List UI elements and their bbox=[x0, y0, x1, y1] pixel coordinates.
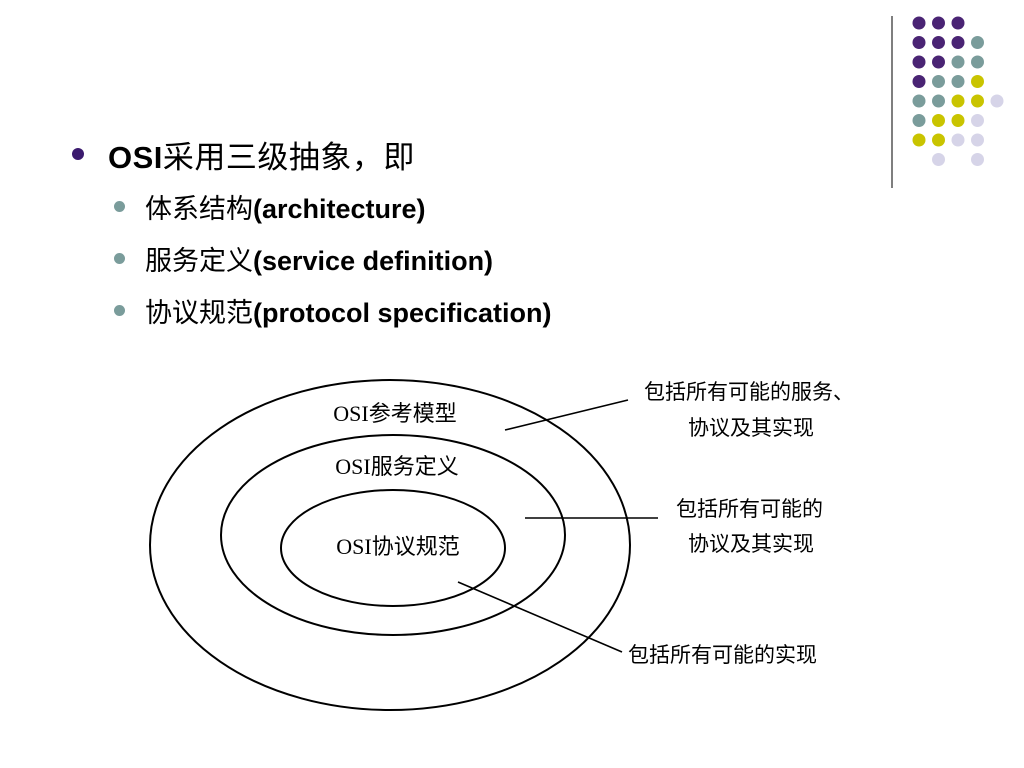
decor-dot bbox=[932, 94, 945, 108]
sub-bullet-en: (protocol specification) bbox=[253, 297, 552, 328]
sub-bullet-en: (architecture) bbox=[253, 193, 426, 224]
decor-dot bbox=[951, 133, 965, 147]
decor-dot bbox=[912, 94, 926, 108]
decor-dot bbox=[912, 114, 926, 127]
middle-callout-text-2: 协议及其实现 bbox=[688, 532, 814, 556]
decorative-dot-grid bbox=[891, 16, 1004, 188]
main-bullet-dot bbox=[72, 148, 84, 160]
sub-bullet-protocol-specification: 协议规范(protocol specification) bbox=[114, 284, 552, 336]
decor-dot bbox=[971, 94, 984, 108]
decor-dot bbox=[971, 114, 984, 127]
decor-dot bbox=[951, 36, 965, 49]
sub-bullet-cjk: 服务定义 bbox=[145, 245, 253, 276]
bullet-list: OSI采用三级抽象，即 体系结构(architecture) 服务定义(serv… bbox=[72, 128, 552, 336]
decor-dot bbox=[912, 55, 926, 69]
decor-dot bbox=[951, 94, 965, 108]
inner-ring bbox=[280, 489, 506, 607]
main-bullet-cjk: 采用三级抽象，即 bbox=[162, 139, 415, 175]
outer-callout-text-2: 协议及其实现 bbox=[688, 416, 814, 440]
sub-bullet-cjk: 体系结构 bbox=[145, 193, 253, 224]
decor-dot bbox=[971, 133, 984, 147]
decor-dot bbox=[971, 55, 984, 69]
decor-dot bbox=[932, 55, 945, 69]
main-bullet: OSI采用三级抽象，即 bbox=[72, 128, 552, 180]
decor-dot bbox=[932, 133, 945, 147]
decor-dot bbox=[932, 16, 945, 30]
middle-ring-label: OSI服务定义 bbox=[335, 454, 458, 479]
decor-dot bbox=[951, 114, 965, 127]
main-bullet-prefix: OSI bbox=[108, 139, 163, 175]
decor-dot bbox=[932, 114, 945, 127]
decor-dot bbox=[971, 75, 984, 88]
sub-bullet-cjk: 协议规范 bbox=[145, 297, 253, 328]
inner-callout-line bbox=[457, 581, 623, 653]
middle-ring bbox=[220, 434, 566, 636]
decor-dot bbox=[971, 36, 984, 49]
sub-bullet-service-definition: 服务定义(service definition) bbox=[114, 232, 552, 284]
decor-dot bbox=[912, 133, 926, 147]
decor-dot bbox=[951, 55, 965, 69]
osi-nested-diagram: OSI参考模型 OSI服务定义 OSI协议规范 包括所有可能的服务、 协议及其实… bbox=[149, 379, 854, 711]
decor-dot bbox=[912, 36, 926, 49]
sub-bullet-en: (service definition) bbox=[253, 245, 494, 276]
outer-ring bbox=[149, 379, 631, 711]
sub-bullet-dot bbox=[114, 304, 125, 316]
decor-dot bbox=[932, 153, 945, 166]
main-bullet-text: OSI采用三级抽象，即 bbox=[108, 132, 415, 177]
outer-callout-line bbox=[504, 399, 629, 431]
inner-callout-text: 包括所有可能的实现 bbox=[628, 643, 817, 667]
decor-dot bbox=[932, 36, 945, 49]
dot-grid-group bbox=[912, 16, 1004, 166]
sub-bullet-dot bbox=[114, 252, 125, 264]
outer-ring-label: OSI参考模型 bbox=[333, 401, 456, 426]
decor-dot bbox=[971, 153, 984, 166]
decor-dot bbox=[951, 75, 965, 88]
decor-dot bbox=[951, 16, 965, 30]
sub-bullet-dot bbox=[114, 200, 125, 212]
inner-ring-label: OSI协议规范 bbox=[336, 534, 459, 559]
sub-bullet-architecture: 体系结构(architecture) bbox=[114, 180, 552, 232]
outer-callout-text-1: 包括所有可能的服务、 bbox=[644, 380, 854, 404]
decor-dot bbox=[990, 94, 1004, 108]
middle-callout-text-1: 包括所有可能的 bbox=[676, 497, 823, 521]
decor-dot bbox=[912, 16, 926, 30]
decor-dot bbox=[932, 75, 945, 88]
decor-dot bbox=[912, 75, 926, 88]
